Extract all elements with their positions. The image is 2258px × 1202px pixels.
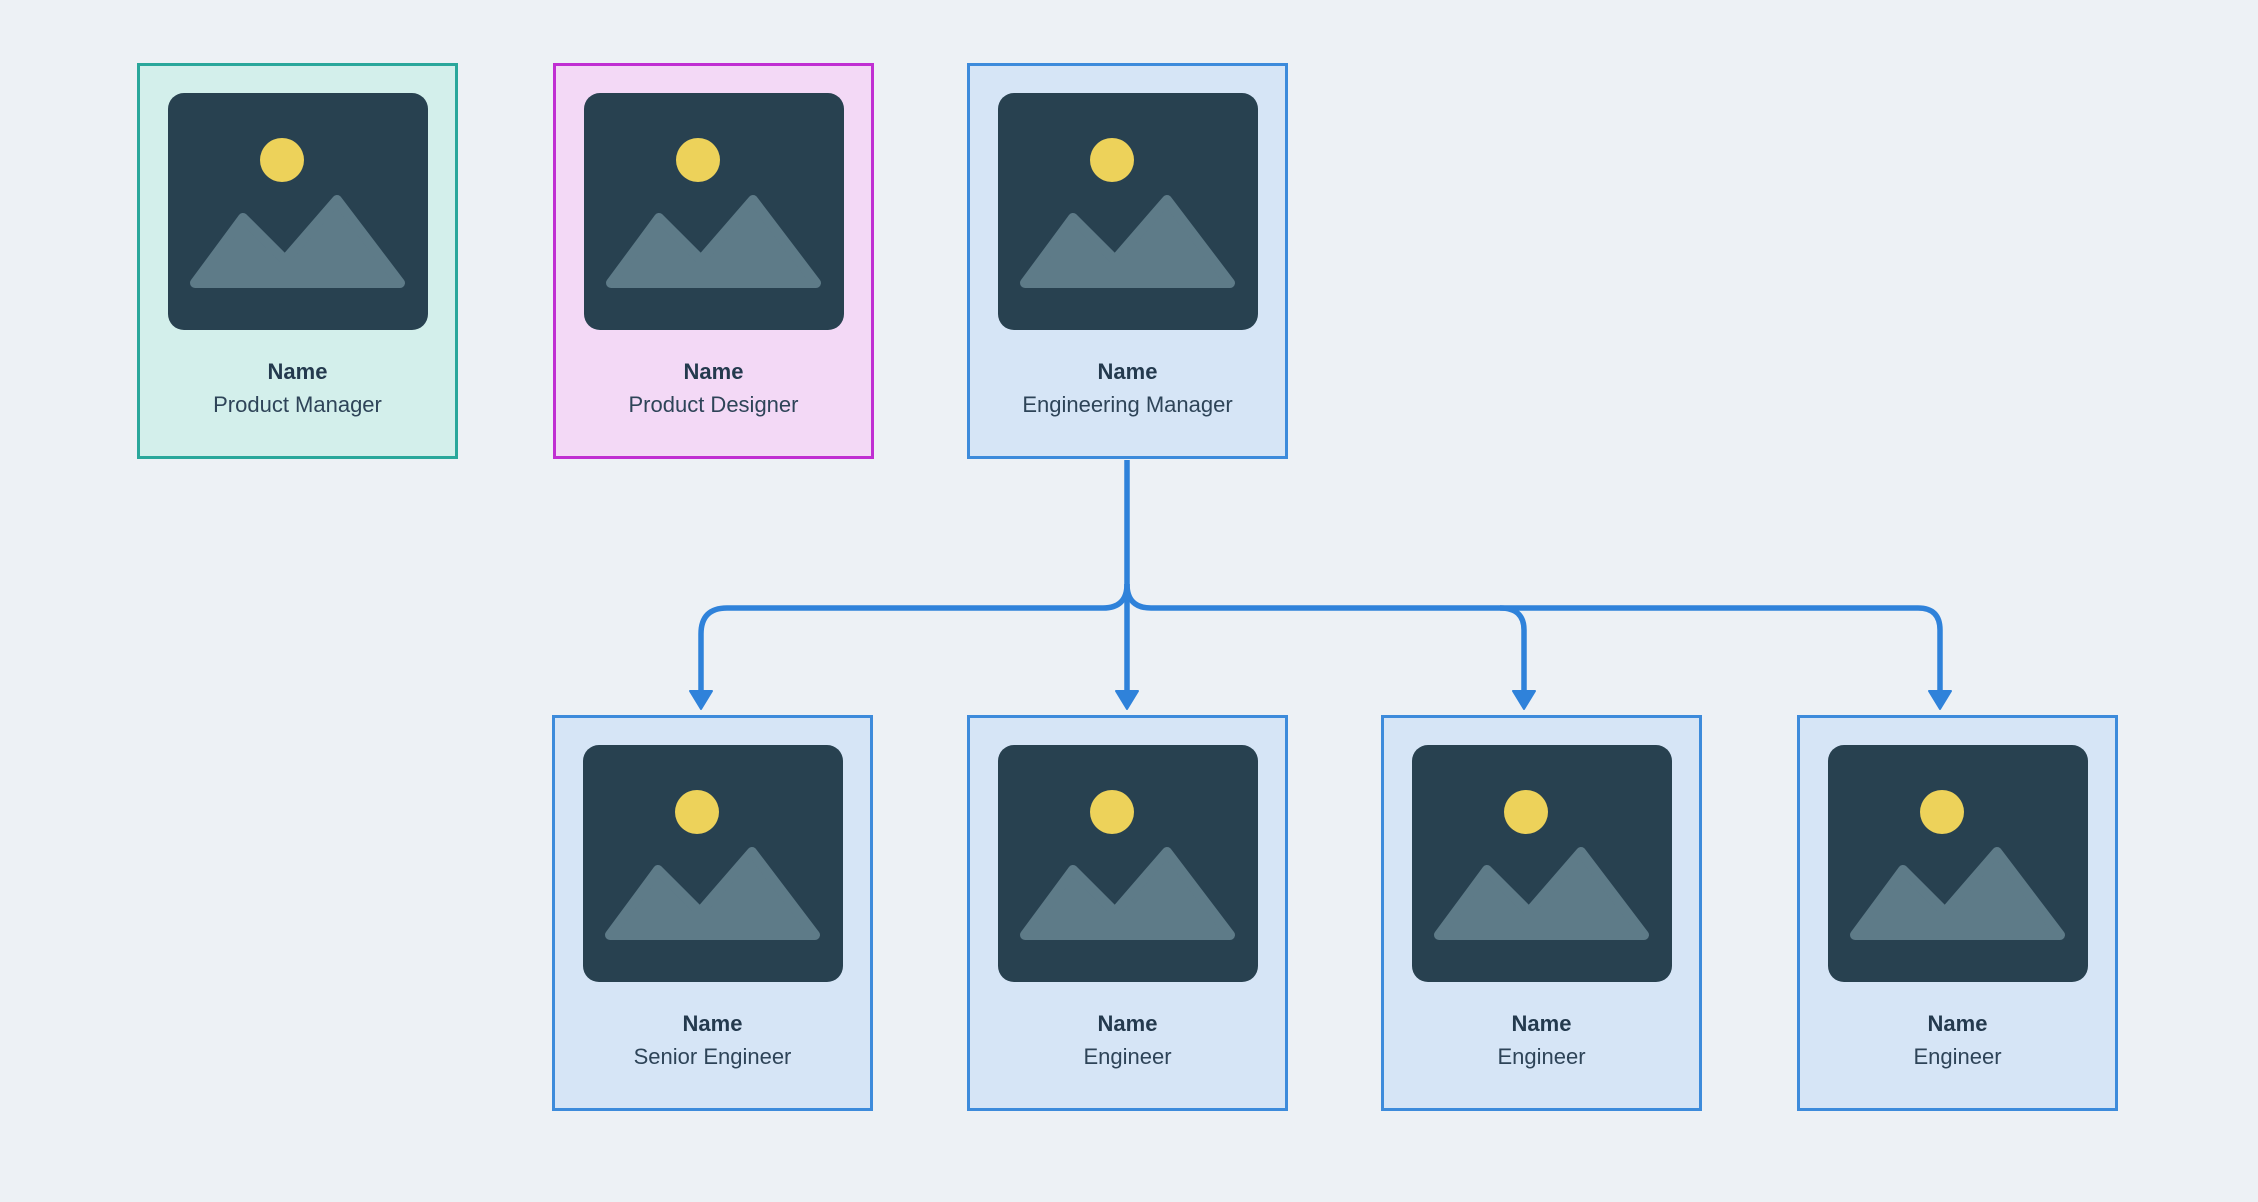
node-name: Name [683,359,744,384]
image-placeholder-icon [1827,745,2088,982]
connector-branch-left [698,583,1130,692]
arrowhead-child-2 [1115,690,1139,710]
image-placeholder-icon [167,93,428,330]
mountains-icon [605,195,821,288]
node-name: Name [682,1011,743,1036]
image-placeholder-icon [1411,745,1672,982]
org-node-senior-engineer[interactable]: Name Senior Engineer [552,715,873,1111]
mountains-icon [1433,847,1649,940]
image-placeholder-icon [997,93,1258,330]
photo-frame [1827,745,2088,982]
arrowhead-child-4 [1928,690,1952,710]
node-role: Engineer [1913,1044,2002,1069]
org-node-engineer-2[interactable]: Name Engineer [1381,715,1702,1111]
photo-frame [167,93,428,330]
photo-frame [997,93,1258,330]
connector-branch-right [1124,583,1943,692]
arrowhead-child-3 [1512,690,1536,710]
node-role: Engineer [1497,1044,1586,1069]
org-node-engineer-3[interactable]: Name Engineer [1797,715,2118,1111]
sun-icon [259,138,304,182]
node-name: Name [1927,1011,1988,1036]
arrowhead-child-1 [689,690,713,710]
photo-frame [582,745,843,982]
mountains-icon [1019,195,1235,288]
image-placeholder-icon [997,745,1258,982]
org-node-product-designer[interactable]: Name Product Designer [553,63,874,459]
sun-icon [1503,790,1548,834]
node-name: Name [1097,1011,1158,1036]
node-role: Product Manager [213,392,382,417]
photo-frame [583,93,844,330]
node-role: Senior Engineer [633,1044,792,1069]
image-placeholder-icon [583,93,844,330]
org-node-engineer-1[interactable]: Name Engineer [967,715,1288,1111]
connector-branch-third [1499,605,1527,692]
mountains-icon [189,195,405,288]
node-role: Engineer [1083,1044,1172,1069]
mountains-icon [1849,847,2065,940]
node-role: Engineering Manager [1022,392,1233,417]
photo-frame [997,745,1258,982]
sun-icon [674,790,719,834]
sun-icon [1089,790,1134,834]
mountains-icon [604,847,820,940]
org-node-engineering-manager[interactable]: Name Engineering Manager [967,63,1288,459]
node-name: Name [267,359,328,384]
org-node-product-manager[interactable]: Name Product Manager [137,63,458,459]
sun-icon [675,138,720,182]
photo-frame [1411,745,1672,982]
node-role: Product Designer [628,392,799,417]
node-name: Name [1097,359,1158,384]
sun-icon [1919,790,1964,834]
mountains-icon [1019,847,1235,940]
node-name: Name [1511,1011,1572,1036]
image-placeholder-icon [582,745,843,982]
sun-icon [1089,138,1134,182]
